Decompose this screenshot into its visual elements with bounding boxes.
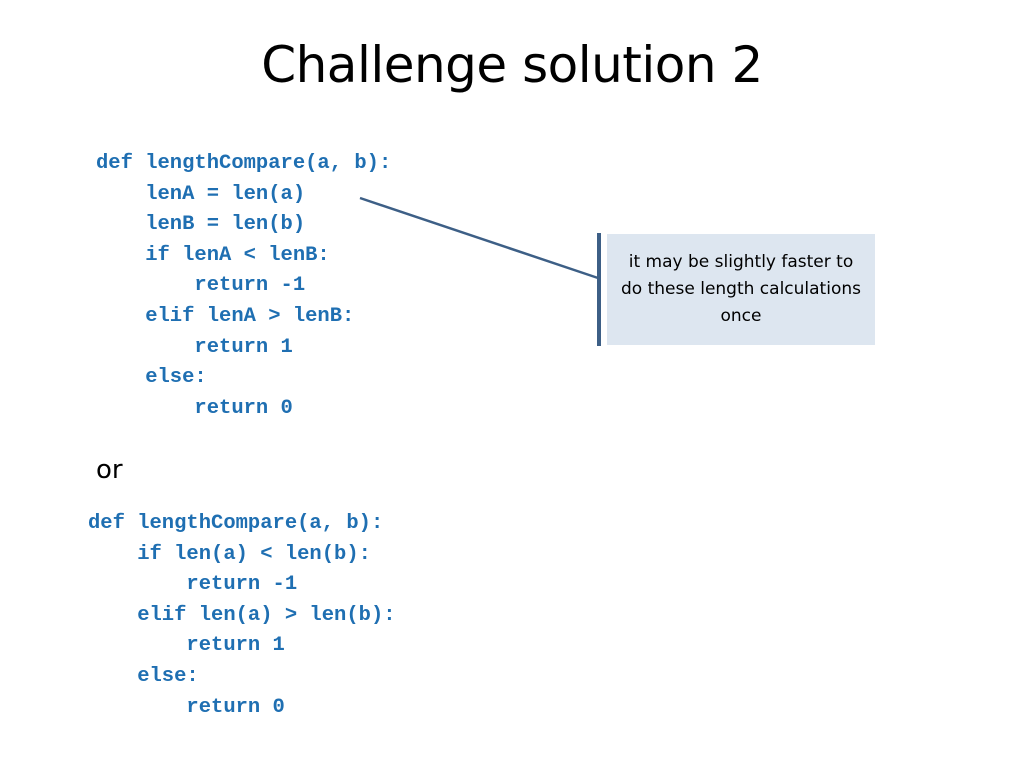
code-line: if len(a) < len(b): — [88, 542, 371, 566]
code-line: return 1 — [88, 634, 285, 658]
code-line: elif len(a) > len(b): — [88, 603, 396, 627]
code-line: return -1 — [96, 274, 306, 298]
code-block-with-variables: def lengthCompare(a, b): lenA = len(a) l… — [96, 149, 391, 424]
code-line: return 1 — [96, 335, 293, 359]
code-line: return -1 — [88, 573, 298, 597]
code-line: return 0 — [88, 695, 285, 719]
code-line: else: — [88, 664, 199, 688]
code-line: else: — [96, 366, 207, 390]
callout-text: it may be slightly faster to do these le… — [621, 252, 861, 326]
code-line: if lenA < lenB: — [96, 243, 330, 267]
slide-title: Challenge solution 2 — [261, 36, 763, 94]
code-line: lenA = len(a) — [96, 182, 306, 206]
callout-accent-bar — [597, 233, 601, 346]
code-block-inline-len: def lengthCompare(a, b): if len(a) < len… — [88, 509, 396, 723]
code-line: def lengthCompare(a, b): — [96, 152, 392, 175]
separator-text: or — [96, 455, 123, 485]
code-line: return 0 — [96, 396, 293, 420]
callout-box: it may be slightly faster to do these le… — [607, 234, 875, 345]
code-line: elif lenA > lenB: — [96, 304, 355, 328]
code-line: lenB = len(b) — [96, 213, 306, 237]
code-line: def lengthCompare(a, b): — [88, 512, 384, 535]
